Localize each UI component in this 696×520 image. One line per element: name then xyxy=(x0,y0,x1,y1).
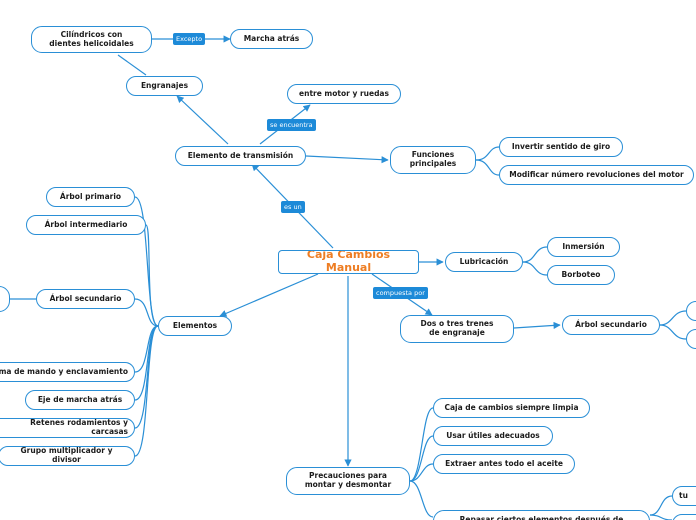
tag-se-encuentra[interactable]: se encuentra xyxy=(267,119,316,131)
node-lubricacion[interactable]: Lubricación xyxy=(445,252,523,272)
node-tu[interactable]: tu xyxy=(672,486,696,506)
edge-arbol-secundario-2-child-a xyxy=(659,310,687,326)
edge-precauciones-repasar xyxy=(409,480,434,518)
node-cilindricos[interactable]: Cilíndricos con dientes helicoidales xyxy=(31,26,152,53)
node-arbol-intermediario[interactable]: Árbol intermediario xyxy=(26,215,146,235)
edge-elementos-arbol-intermediario xyxy=(145,224,159,327)
edge-engranajes-cilindricos xyxy=(117,54,147,76)
edge-trenes-arbol-secundario xyxy=(513,321,561,330)
edge-elementos-grupo xyxy=(134,325,159,457)
node-engranajes[interactable]: Engranajes xyxy=(126,76,203,96)
node-elementos[interactable]: Elementos xyxy=(158,316,232,336)
edge-lubricacion-borboteo xyxy=(522,261,548,276)
node-caja-limpia[interactable]: Caja de cambios siempre limpia xyxy=(433,398,590,418)
node-aceite[interactable]: Extraer antes todo el aceite xyxy=(433,454,575,474)
edge-precauciones-limpia xyxy=(409,407,434,482)
node-grupo-multiplicador[interactable]: Grupo multiplicador y divisor xyxy=(0,446,135,466)
edge-root-elementos xyxy=(219,273,319,317)
edge-transmision-engranajes xyxy=(176,95,229,145)
edge-funciones-modificar xyxy=(475,159,500,176)
edge-elementos-retenes xyxy=(134,325,159,429)
node-arbol-secundario-2[interactable]: Árbol secundario xyxy=(562,315,660,335)
edge-transmision-funciones xyxy=(305,155,389,164)
edge-precauciones-utiles xyxy=(409,435,434,482)
edge-funciones-invertir xyxy=(475,146,500,161)
node-borboteo[interactable]: Borboteo xyxy=(547,265,615,285)
node-tu-b[interactable] xyxy=(672,514,696,520)
edge-repasar-tu-b xyxy=(649,514,673,520)
edge-precauciones-aceite xyxy=(409,463,434,482)
node-motor-ruedas[interactable]: entre motor y ruedas xyxy=(287,84,401,104)
tag-excepto[interactable]: Excepto xyxy=(173,33,206,45)
node-dos-tres-trenes[interactable]: Dos o tres trenes de engranaje xyxy=(400,315,514,343)
node-arbol-primario[interactable]: Árbol primario xyxy=(46,187,135,207)
node-utiles[interactable]: Usar útiles adecuados xyxy=(433,426,553,446)
edge-lubricacion-inmersion xyxy=(522,246,548,263)
node-elemento-transmision[interactable]: Elemento de transmisión xyxy=(175,146,306,166)
tag-es-un[interactable]: es un xyxy=(281,201,305,213)
node-modificar[interactable]: Modificar número revoluciones del motor xyxy=(499,165,694,185)
node-funciones[interactable]: Funciones principales xyxy=(390,146,476,174)
node-arbol-secundario[interactable]: Árbol secundario xyxy=(36,289,135,309)
edge-repasar-tu xyxy=(649,495,673,516)
node-marcha-atras[interactable]: Marcha atrás xyxy=(230,29,313,49)
node-inmersion[interactable]: Inmersión xyxy=(547,237,620,257)
node-repasar[interactable]: Repasar ciertos elementos después de xyxy=(433,510,650,520)
edge-arbol-secundario-2-child-b xyxy=(659,324,687,340)
node-sistema-mando[interactable]: Sistema de mando y enclavamiento xyxy=(0,362,135,382)
node-eje-marcha-atras[interactable]: Eje de marcha atrás xyxy=(25,390,135,410)
tag-compuesta-por[interactable]: compuesta por xyxy=(373,287,428,299)
node-invertir[interactable]: Invertir sentido de giro xyxy=(499,137,623,157)
edge-elementos-arbol-secundario xyxy=(134,298,159,327)
node-retenes[interactable]: Retenes rodamientos y carcasas xyxy=(0,418,135,438)
root-node[interactable]: Caja Cambios Manual xyxy=(278,250,419,274)
node-precauciones[interactable]: Precauciones para montar y desmontar xyxy=(286,467,410,495)
